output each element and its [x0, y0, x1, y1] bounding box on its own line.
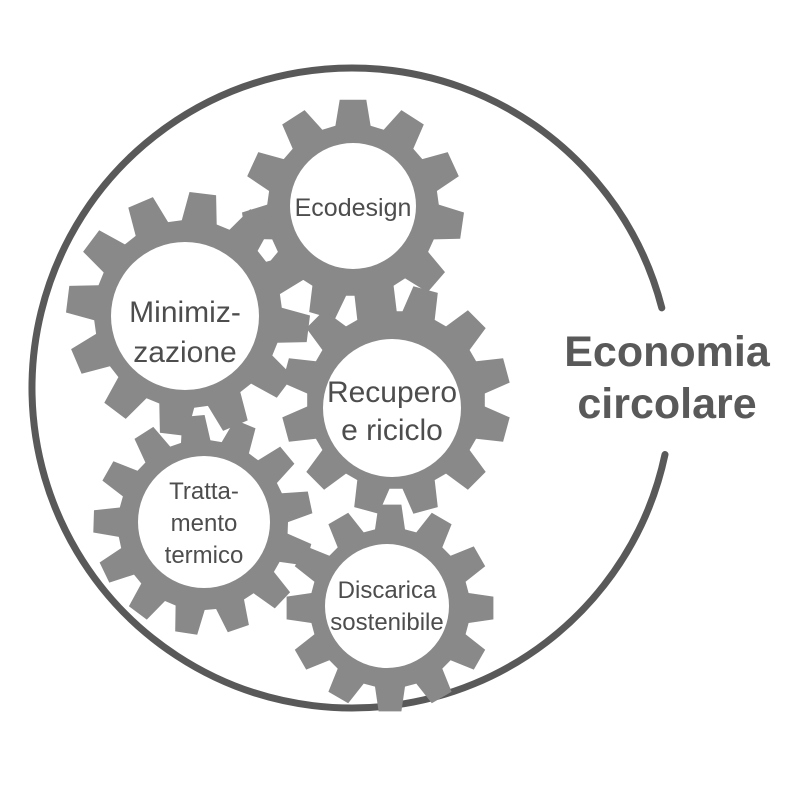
gear-discarica-label-line1: Discarica — [338, 577, 437, 604]
diagram-title-line1: Economia — [564, 328, 771, 376]
gear-minimizzazione-label-line2: zazione — [133, 336, 236, 369]
gear-discarica-label-line2: sostenibile — [330, 609, 443, 636]
gear-recupero-e-riciclo: Recupero e riciclo — [282, 286, 510, 514]
gear-minimizzazione-hub — [111, 242, 259, 390]
gear-trattamento-label-line2: mento — [171, 510, 238, 537]
gear-trattamento-termico-hub — [138, 456, 270, 588]
gear-ecodesign-label: Ecodesign — [295, 194, 412, 222]
gear-discarica-sostenibile-hub — [325, 544, 449, 668]
diagram-title-line2: circolare — [577, 380, 756, 428]
gear-recupero-e-riciclo-hub — [323, 339, 461, 477]
gear-ecodesign-hub — [290, 143, 416, 269]
gear-minimizzazione-label-line1: Minimiz- — [129, 296, 241, 329]
gear-minimizzazione: Minimiz- zazione — [66, 192, 310, 436]
gear-trattamento-label-line3: termico — [165, 542, 244, 569]
gear-recupero-label-line1: Recupero — [327, 376, 457, 409]
gear-discarica-sostenibile: Discarica sostenibile — [286, 504, 494, 712]
gear-recupero-label-line2: e riciclo — [341, 414, 443, 447]
gear-trattamento-termico: Tratta- mento termico — [93, 415, 313, 635]
diagram-title: Economia circolare — [564, 328, 771, 428]
outer-circle-ring — [28, 64, 669, 712]
gear-trattamento-label-line1: Tratta- — [169, 478, 239, 505]
